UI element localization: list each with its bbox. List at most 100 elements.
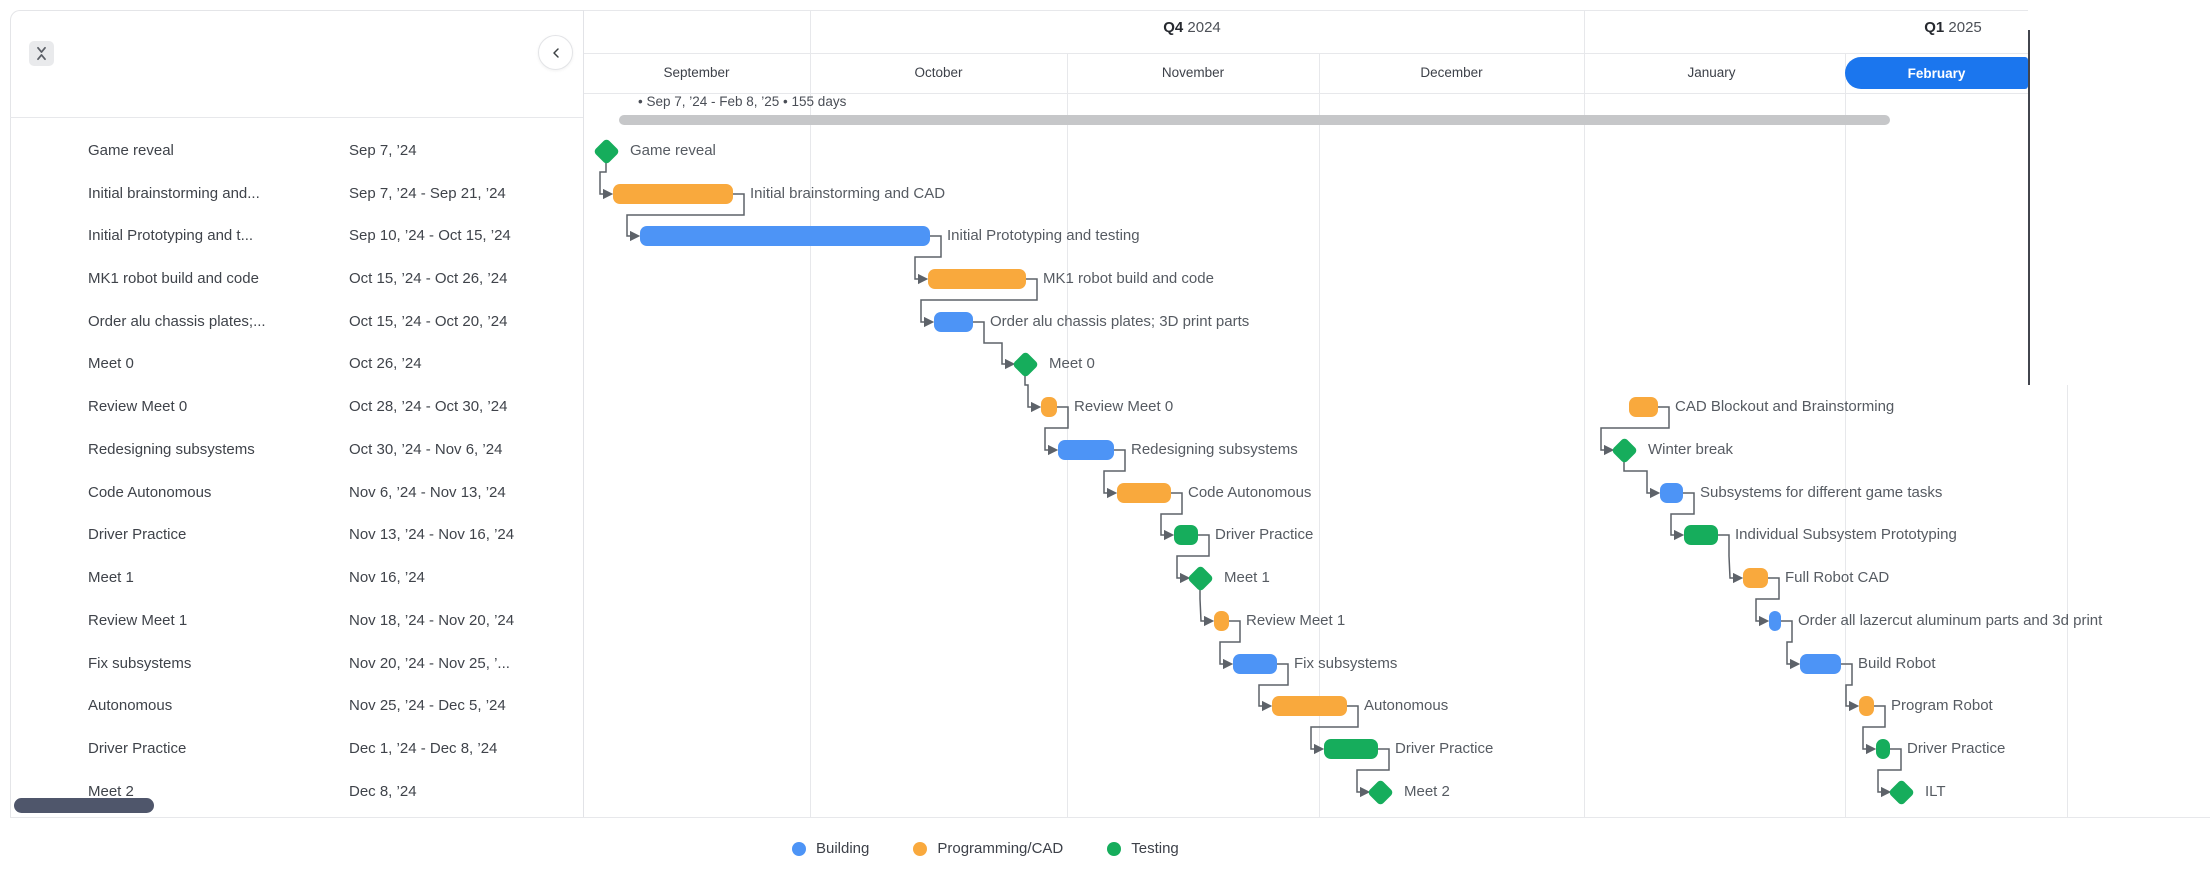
task-dates-cell[interactable]: Oct 26, ’24 bbox=[349, 355, 422, 372]
table-row[interactable]: Autonomous Nov 25, ’24 - Dec 5, ’24 bbox=[10, 695, 583, 717]
task-name-cell[interactable]: Meet 2 bbox=[88, 783, 134, 800]
gantt-task-label: Driver Practice bbox=[1907, 740, 2006, 757]
task-bar[interactable] bbox=[613, 184, 733, 204]
collapse-all-button[interactable] bbox=[29, 41, 54, 66]
dependency-arrow bbox=[1877, 748, 1902, 798]
task-name-cell[interactable]: Autonomous bbox=[88, 697, 173, 714]
table-row[interactable]: Initial Prototyping and t... Sep 10, ’24 … bbox=[10, 225, 583, 247]
task-bar[interactable] bbox=[1058, 440, 1114, 460]
current-month-pill[interactable]: February bbox=[1845, 57, 2028, 89]
task-dates-cell[interactable]: Oct 28, ’24 - Oct 30, ’24 bbox=[349, 398, 508, 415]
horizontal-scrollbar-thumb[interactable] bbox=[14, 798, 154, 813]
task-name-cell[interactable]: Code Autonomous bbox=[88, 484, 212, 501]
task-dates-cell[interactable]: Nov 16, ’24 bbox=[349, 569, 425, 586]
task-bar[interactable] bbox=[934, 312, 973, 332]
table-row[interactable]: Review Meet 1 Nov 18, ’24 - Nov 20, ’24 bbox=[10, 610, 583, 632]
task-name-cell[interactable]: MK1 robot build and code bbox=[88, 270, 259, 287]
task-name-cell[interactable]: Redesigning subsystems bbox=[88, 441, 255, 458]
table-row[interactable]: Meet 2 Dec 8, ’24 bbox=[10, 781, 583, 803]
table-row[interactable]: Driver Practice Dec 1, ’24 - Dec 8, ’24 bbox=[10, 738, 583, 760]
task-dates-cell[interactable]: Oct 15, ’24 - Oct 26, ’24 bbox=[349, 270, 508, 287]
month-header[interactable]: January bbox=[1687, 65, 1736, 80]
collapse-panel-button[interactable] bbox=[538, 35, 573, 70]
task-bar[interactable] bbox=[1800, 654, 1841, 674]
task-dates-cell[interactable]: Nov 25, ’24 - Dec 5, ’24 bbox=[349, 697, 506, 714]
task-dates-cell[interactable]: Sep 7, ’24 bbox=[349, 142, 417, 159]
table-row[interactable]: Initial brainstorming and... Sep 7, ’24 -… bbox=[10, 183, 583, 205]
month-header[interactable]: November bbox=[1161, 65, 1225, 80]
grid-line-horizontal bbox=[10, 117, 583, 118]
project-summary-range: • Sep 7, ’24 - Feb 8, ’25 • 155 days bbox=[638, 94, 847, 109]
dependency-arrow bbox=[1044, 406, 1069, 456]
task-bar[interactable] bbox=[928, 269, 1026, 289]
table-row[interactable]: Meet 1 Nov 16, ’24 bbox=[10, 567, 583, 589]
table-row[interactable]: Code Autonomous Nov 6, ’24 - Nov 13, ’24 bbox=[10, 482, 583, 504]
dependency-arrow bbox=[1258, 663, 1289, 712]
table-row[interactable]: Order alu chassis plates;... Oct 15, ’24 … bbox=[10, 311, 583, 333]
task-dates-cell[interactable]: Dec 1, ’24 - Dec 8, ’24 bbox=[349, 740, 498, 757]
task-name-cell[interactable]: Meet 0 bbox=[88, 355, 134, 372]
quarter-year: 2025 bbox=[1944, 19, 1982, 36]
task-name-cell[interactable]: Review Meet 1 bbox=[88, 612, 188, 629]
gantt-task-label: Fix subsystems bbox=[1294, 655, 1398, 672]
task-bar[interactable] bbox=[1769, 611, 1781, 631]
task-dates-cell[interactable]: Nov 20, ’24 - Nov 25, ’... bbox=[349, 655, 510, 672]
task-name-cell[interactable]: Game reveal bbox=[88, 142, 174, 159]
task-bar[interactable] bbox=[1859, 696, 1874, 716]
dependency-arrow bbox=[920, 278, 1038, 328]
month-header[interactable]: September bbox=[663, 65, 730, 80]
task-bar[interactable] bbox=[1660, 483, 1683, 503]
task-bar[interactable] bbox=[1214, 611, 1229, 631]
gantt-task-label: Driver Practice bbox=[1395, 740, 1494, 757]
task-name-cell[interactable]: Initial brainstorming and... bbox=[88, 185, 260, 202]
task-name-cell[interactable]: Driver Practice bbox=[88, 526, 187, 543]
task-dates-cell[interactable]: Dec 8, ’24 bbox=[349, 783, 417, 800]
task-dates-cell[interactable]: Nov 6, ’24 - Nov 13, ’24 bbox=[349, 484, 506, 501]
grid-line-horizontal bbox=[583, 93, 2028, 94]
task-table-panel bbox=[10, 10, 584, 818]
task-dates-cell[interactable]: Oct 15, ’24 - Oct 20, ’24 bbox=[349, 313, 508, 330]
table-row[interactable]: Redesigning subsystems Oct 30, ’24 - Nov … bbox=[10, 439, 583, 461]
collapse-vertical-icon bbox=[37, 46, 46, 61]
task-bar[interactable] bbox=[1629, 397, 1658, 417]
task-bar[interactable] bbox=[1174, 525, 1198, 545]
month-header[interactable]: December bbox=[1420, 65, 1483, 80]
task-bar[interactable] bbox=[1272, 696, 1347, 716]
grid-line-vertical bbox=[2067, 385, 2068, 817]
table-row[interactable]: Review Meet 0 Oct 28, ’24 - Oct 30, ’24 bbox=[10, 396, 583, 418]
table-row[interactable]: Driver Practice Nov 13, ’24 - Nov 16, ’24 bbox=[10, 524, 583, 546]
task-name-cell[interactable]: Meet 1 bbox=[88, 569, 134, 586]
table-row[interactable]: Game reveal Sep 7, ’24 bbox=[10, 140, 583, 162]
task-name-cell[interactable]: Review Meet 0 bbox=[88, 398, 188, 415]
task-bar[interactable] bbox=[1743, 568, 1768, 588]
task-name-cell[interactable]: Order alu chassis plates;... bbox=[88, 313, 266, 330]
dependency-arrow bbox=[1310, 705, 1359, 755]
task-dates-cell[interactable]: Sep 7, ’24 - Sep 21, ’24 bbox=[349, 185, 506, 202]
task-dates-cell[interactable]: Oct 30, ’24 - Nov 6, ’24 bbox=[349, 441, 503, 458]
table-row[interactable]: MK1 robot build and code Oct 15, ’24 - Oc… bbox=[10, 268, 583, 290]
task-dates-cell[interactable]: Sep 10, ’24 - Oct 15, ’24 bbox=[349, 227, 511, 244]
task-bar[interactable] bbox=[640, 226, 930, 246]
task-bar[interactable] bbox=[1876, 739, 1890, 759]
month-header[interactable]: October bbox=[914, 65, 963, 80]
quarter-code: Q1 bbox=[1924, 19, 1945, 36]
task-bar[interactable] bbox=[1684, 525, 1718, 545]
task-bar[interactable] bbox=[1324, 739, 1378, 759]
dependency-arrow bbox=[973, 321, 1016, 370]
task-name-cell[interactable]: Fix subsystems bbox=[88, 655, 192, 672]
dependency-arrow bbox=[1600, 406, 1670, 456]
gantt-task-label: Redesigning subsystems bbox=[1131, 441, 1298, 458]
dependency-arrow bbox=[1841, 663, 1860, 712]
table-row[interactable]: Meet 0 Oct 26, ’24 bbox=[10, 353, 583, 375]
task-bar[interactable] bbox=[1041, 397, 1057, 417]
task-name-cell[interactable]: Driver Practice bbox=[88, 740, 187, 757]
task-name-cell[interactable]: Initial Prototyping and t... bbox=[88, 227, 254, 244]
dependency-arrow bbox=[1024, 373, 1042, 413]
gantt-task-label: MK1 robot build and code bbox=[1043, 270, 1214, 287]
task-bar[interactable] bbox=[1233, 654, 1277, 674]
task-bar[interactable] bbox=[1117, 483, 1171, 503]
task-dates-cell[interactable]: Nov 13, ’24 - Nov 16, ’24 bbox=[349, 526, 515, 543]
table-row[interactable]: Fix subsystems Nov 20, ’24 - Nov 25, ’... bbox=[10, 653, 583, 675]
task-dates-cell[interactable]: Nov 18, ’24 - Nov 20, ’24 bbox=[349, 612, 515, 629]
